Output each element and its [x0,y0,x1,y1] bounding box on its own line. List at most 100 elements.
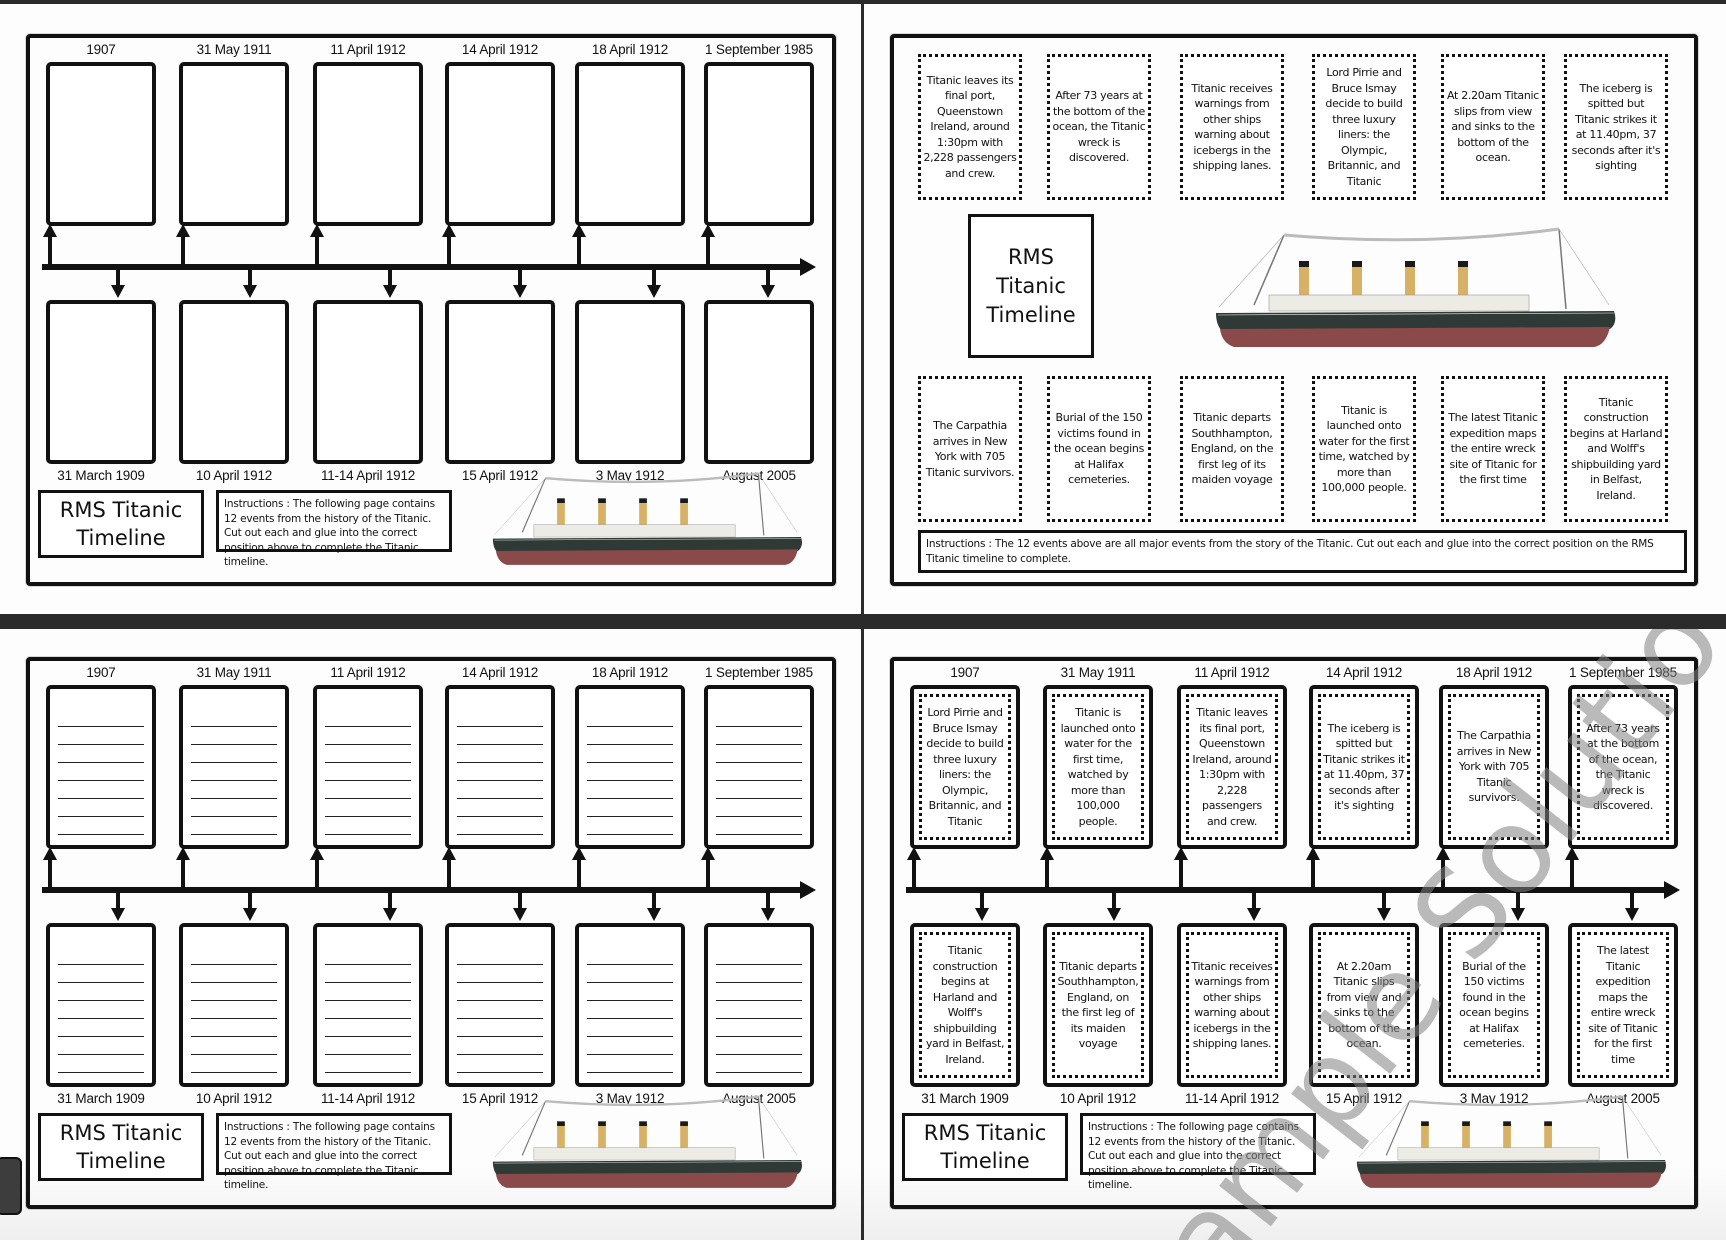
event-card: Titanic departs Southhampton, England, o… [1052,932,1144,1078]
writing-line [58,983,144,1001]
writing-line [58,1001,144,1019]
top-event-slot[interactable] [179,62,289,226]
writing-line [191,745,277,763]
writing-line [191,1019,277,1037]
title-line: Timeline [986,302,1076,327]
event-card: The latest Titanic expedition maps the e… [1577,932,1669,1078]
top-event-slot[interactable] [313,62,423,226]
writing-line [457,709,543,727]
top-date-label: 11 April 1912 [330,42,406,57]
card-text: After 73 years at the bottom of the ocea… [1052,89,1146,165]
writing-line [191,781,277,799]
title-line: Titanic [996,273,1066,298]
down-arrow-icon [1107,891,1121,921]
up-arrow-icon [442,847,456,889]
top-event-slot[interactable] [313,685,423,849]
top-date-label: 31 May 1911 [1060,665,1136,680]
bottom-event-slot: At 2.20am Titanic slips from view and si… [1309,923,1419,1087]
writing-line [716,1037,802,1055]
bottom-event-slot: Titanic receives warnings from other shi… [1177,923,1287,1087]
writing-line [457,763,543,781]
bottom-event-slot[interactable] [46,923,156,1087]
writing-line [58,1019,144,1037]
cutout-event-card[interactable]: The Carpathia arrives in New York with 7… [918,376,1022,522]
cutout-event-card[interactable]: After 73 years at the bottom of the ocea… [1047,54,1151,200]
down-arrow-icon [761,268,775,298]
instructions-box: Instructions : The following page contai… [216,1113,452,1191]
bottom-event-slot[interactable] [179,923,289,1087]
bottom-event-slot[interactable] [575,923,685,1087]
writing-line [457,781,543,799]
cutout-title-box: RMS Titanic Timeline [968,214,1094,358]
up-arrow-icon [176,224,190,266]
bottom-event-slot[interactable] [704,300,814,464]
top-event-slot[interactable] [46,685,156,849]
top-date-label: 18 April 1912 [591,42,669,57]
top-event-slot[interactable] [704,62,814,226]
up-arrow-icon [43,847,57,889]
writing-line [191,763,277,781]
bottom-event-slot[interactable] [704,923,814,1087]
writing-line [325,763,411,781]
writing-line [716,799,802,817]
writing-line [58,727,144,745]
cutout-event-card[interactable]: At 2.20am Titanic slips from view and si… [1441,54,1545,200]
top-event-slot: Titanic leaves its final port, Queenstow… [1177,685,1287,849]
bottom-event-slot[interactable] [313,300,423,464]
title-line: RMS Titanic [59,498,183,522]
top-event-slot[interactable] [704,685,814,849]
writing-line [58,763,144,781]
writing-line [457,1037,543,1055]
bottom-date-label: 15 April 1912 [461,468,539,483]
top-event-slot[interactable] [445,685,555,849]
writing-line [716,965,802,983]
down-arrow-icon [1247,891,1261,921]
top-event-slot[interactable] [445,62,555,226]
cutout-event-card[interactable]: The latest Titanic expedition maps the e… [1441,376,1545,522]
bottom-date-label: 11-14 April 1912 [320,468,416,483]
writing-line [58,947,144,965]
writing-line [58,1037,144,1055]
writing-line [191,1055,277,1073]
bottom-event-slot[interactable] [46,300,156,464]
top-event-slot[interactable] [46,62,156,226]
bottom-event-slot[interactable] [179,300,289,464]
event-card: At 2.20am Titanic slips from view and si… [1318,932,1410,1078]
bottom-event-slot[interactable] [445,300,555,464]
top-event-slot[interactable] [575,685,685,849]
titanic-ship-image [490,1095,810,1195]
cutout-event-card[interactable]: Titanic receives warnings from other shi… [1180,54,1284,200]
bottom-date-label: 11-14 April 1912 [1184,1091,1280,1106]
cutout-event-card[interactable]: The iceberg is spitted but Titanic strik… [1564,54,1668,200]
bottom-event-slot[interactable] [575,300,685,464]
cutout-event-card[interactable]: Titanic departs Southhampton, England, o… [1180,376,1284,522]
bottom-event-slot: Titanic construction begins at Harland a… [910,923,1020,1087]
cutout-event-card[interactable]: Lord Pirrie and Bruce Ismay decide to bu… [1312,54,1416,200]
cutout-event-card[interactable]: Titanic leaves its final port, Queenstow… [918,54,1022,200]
card-text: Titanic construction begins at Harland a… [1569,395,1663,502]
top-date-label: 1907 [86,42,116,57]
bottom-event-slot: The latest Titanic expedition maps the e… [1568,923,1678,1087]
event-card: Titanic is launched onto water for the f… [1052,694,1144,840]
cutout-event-card[interactable]: Titanic construction begins at Harland a… [1564,376,1668,522]
bottom-event-slot[interactable] [313,923,423,1087]
writing-line [325,781,411,799]
top-event-slot[interactable] [179,685,289,849]
down-arrow-icon [1625,891,1639,921]
worksheet-frame [890,657,1698,1209]
writing-line [587,1055,673,1073]
bottom-event-slot[interactable] [445,923,555,1087]
cutout-event-card[interactable]: Burial of the 150 victims found in the o… [1047,376,1151,522]
ship-illustration [492,472,802,565]
top-event-slot[interactable] [575,62,685,226]
cutout-event-card[interactable]: Titanic is launched onto water for the f… [1312,376,1416,522]
worksheet-frame [26,657,836,1209]
sidebar-toggle-handle[interactable] [0,1157,22,1215]
up-arrow-icon [701,224,715,266]
card-text: The iceberg is spitted but Titanic strik… [1571,81,1661,173]
bottom-date-label: 31 March 1909 [57,468,145,483]
ship-illustration [1356,1095,1666,1188]
writing-line [191,983,277,1001]
up-arrow-icon [1174,847,1188,889]
